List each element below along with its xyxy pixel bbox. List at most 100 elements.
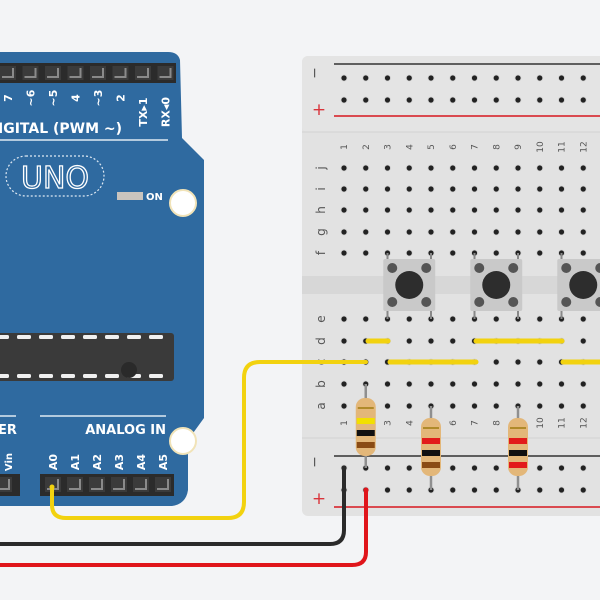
- breadboard-hole[interactable]: [450, 186, 456, 192]
- breadboard-hole[interactable]: [450, 316, 456, 322]
- breadboard-hole[interactable]: [384, 186, 391, 192]
- breadboard-hole[interactable]: [363, 186, 369, 192]
- pushbutton-1[interactable]: [383, 253, 436, 319]
- resistor-2[interactable]: [421, 406, 441, 490]
- breadboard-hole[interactable]: [406, 75, 412, 81]
- analog-pin-socket[interactable]: [67, 477, 83, 492]
- digital-pin-socket[interactable]: [112, 66, 129, 80]
- breadboard-hole[interactable]: [580, 381, 586, 387]
- breadboard-hole[interactable]: [428, 75, 434, 81]
- breadboard-hole[interactable]: [384, 487, 391, 493]
- breadboard-hole[interactable]: [341, 250, 347, 256]
- breadboard-hole[interactable]: [406, 186, 412, 192]
- wire-power[interactable]: [0, 488, 368, 567]
- breadboard-hole[interactable]: [363, 316, 369, 322]
- breadboard-hole[interactable]: [558, 487, 565, 493]
- breadboard-hole[interactable]: [537, 165, 543, 171]
- breadboard-hole[interactable]: [515, 381, 521, 387]
- digital-pin-socket[interactable]: [45, 66, 61, 80]
- breadboard-hole[interactable]: [493, 316, 499, 322]
- breadboard-hole[interactable]: [537, 75, 543, 81]
- digital-pin-socket[interactable]: [157, 66, 174, 80]
- breadboard-hole[interactable]: [471, 97, 478, 103]
- breadboard-hole[interactable]: [428, 207, 434, 213]
- breadboard-hole[interactable]: [406, 165, 412, 171]
- breadboard-hole[interactable]: [580, 75, 586, 81]
- analog-pin-socket[interactable]: [89, 477, 105, 492]
- breadboard-hole[interactable]: [493, 186, 499, 192]
- breadboard-hole[interactable]: [406, 207, 412, 213]
- resistor-3[interactable]: [508, 406, 528, 490]
- pushbutton-cap[interactable]: [395, 271, 424, 299]
- breadboard-hole[interactable]: [406, 403, 412, 409]
- digital-header[interactable]: [0, 63, 176, 83]
- breadboard-hole[interactable]: [406, 250, 412, 256]
- breadboard-hole[interactable]: [537, 359, 543, 365]
- breadboard-hole[interactable]: [384, 97, 391, 103]
- breadboard-hole[interactable]: [450, 250, 456, 256]
- breadboard-hole[interactable]: [341, 338, 347, 344]
- breadboard-hole[interactable]: [363, 75, 369, 81]
- breadboard-hole[interactable]: [493, 359, 499, 365]
- breadboard-hole[interactable]: [406, 381, 412, 387]
- breadboard-hole[interactable]: [471, 487, 478, 493]
- analog-pin-socket[interactable]: [111, 477, 127, 492]
- breadboard-hole[interactable]: [515, 229, 521, 235]
- breadboard-hole[interactable]: [580, 97, 586, 103]
- digital-pin-socket[interactable]: [67, 66, 84, 80]
- breadboard-hole[interactable]: [384, 465, 391, 471]
- breadboard-hole[interactable]: [558, 165, 565, 171]
- breadboard-hole[interactable]: [363, 250, 369, 256]
- breadboard-hole[interactable]: [580, 403, 586, 409]
- pushbutton-cap[interactable]: [569, 271, 598, 299]
- breadboard-hole[interactable]: [580, 338, 586, 344]
- breadboard-hole[interactable]: [363, 165, 369, 171]
- breadboard-hole[interactable]: [471, 165, 478, 171]
- breadboard-hole[interactable]: [580, 316, 586, 322]
- breadboard-hole[interactable]: [493, 403, 499, 409]
- breadboard-hole[interactable]: [363, 207, 369, 213]
- breadboard-hole[interactable]: [537, 207, 543, 213]
- breadboard-hole[interactable]: [450, 207, 456, 213]
- wire-ground[interactable]: [0, 466, 346, 546]
- breadboard-hole[interactable]: [537, 250, 543, 256]
- breadboard-hole[interactable]: [428, 165, 434, 171]
- breadboard-hole[interactable]: [384, 75, 391, 81]
- breadboard-hole[interactable]: [384, 229, 391, 235]
- breadboard-hole[interactable]: [471, 186, 478, 192]
- breadboard-hole[interactable]: [428, 338, 434, 344]
- breadboard-hole[interactable]: [406, 229, 412, 235]
- pushbutton-2[interactable]: [470, 253, 523, 319]
- breadboard-hole[interactable]: [450, 75, 456, 81]
- breadboard-hole[interactable]: [450, 403, 456, 409]
- breadboard-hole[interactable]: [558, 75, 565, 81]
- breadboard-hole[interactable]: [558, 465, 565, 471]
- breadboard-hole[interactable]: [384, 381, 391, 387]
- breadboard-hole[interactable]: [537, 381, 543, 387]
- breadboard-hole[interactable]: [406, 487, 412, 493]
- breadboard-hole[interactable]: [515, 186, 521, 192]
- breadboard-hole[interactable]: [341, 186, 347, 192]
- breadboard-hole[interactable]: [493, 250, 499, 256]
- breadboard-hole[interactable]: [384, 403, 391, 409]
- pushbutton-cap[interactable]: [482, 271, 511, 299]
- wire-a0-signal[interactable]: [50, 360, 368, 520]
- breadboard-hole[interactable]: [428, 186, 434, 192]
- breadboard-hole[interactable]: [450, 229, 456, 235]
- breadboard-hole[interactable]: [493, 487, 499, 493]
- breadboard-hole[interactable]: [515, 165, 521, 171]
- breadboard-hole[interactable]: [493, 207, 499, 213]
- breadboard-hole[interactable]: [558, 186, 565, 192]
- breadboard-hole[interactable]: [406, 338, 412, 344]
- breadboard-hole[interactable]: [537, 487, 543, 493]
- vin-pin-socket[interactable]: [0, 477, 12, 492]
- breadboard-hole[interactable]: [493, 229, 499, 235]
- breadboard-hole[interactable]: [341, 229, 347, 235]
- breadboard-hole[interactable]: [341, 316, 347, 322]
- breadboard-hole[interactable]: [558, 381, 565, 387]
- breadboard-hole[interactable]: [537, 97, 543, 103]
- breadboard-hole[interactable]: [493, 381, 499, 387]
